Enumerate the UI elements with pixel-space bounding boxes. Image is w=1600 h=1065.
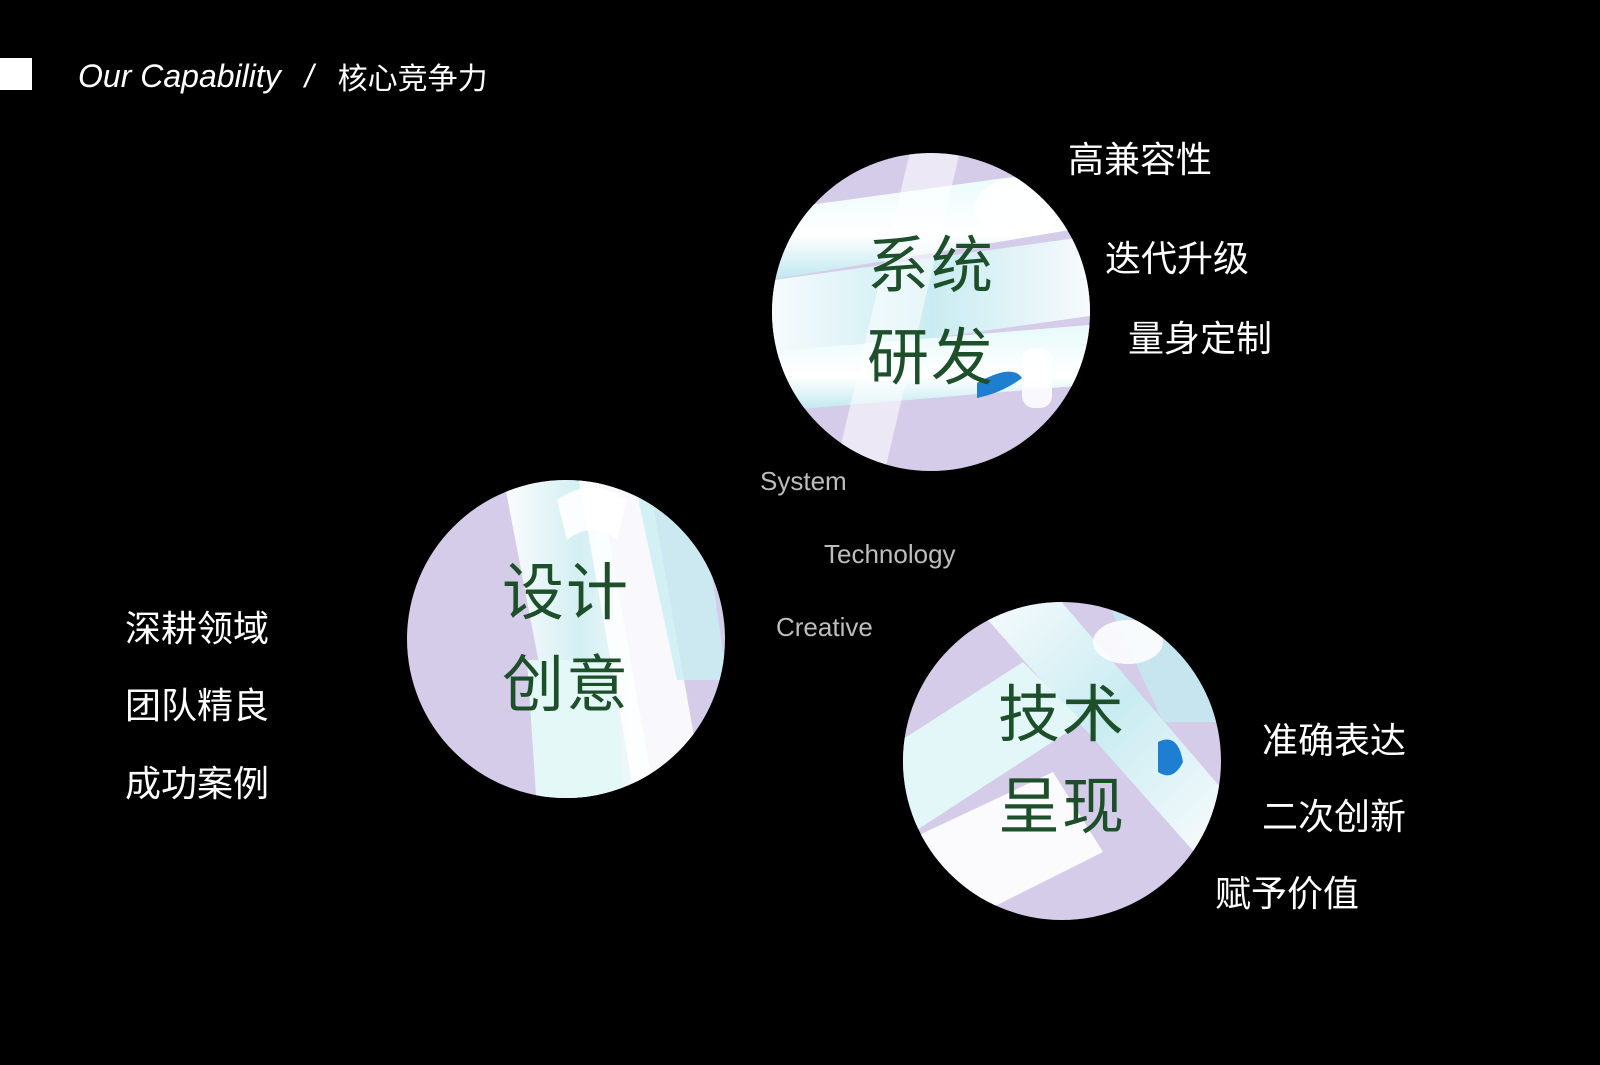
keyword-technology: Technology [824, 539, 956, 569]
creative-feature-item: 成功案例 [125, 764, 270, 805]
tech-presentation-title: 技术 呈现 [903, 602, 1221, 920]
creative-title-line1: 设计 [501, 556, 630, 629]
system-feature-item: 迭代升级 [1105, 239, 1250, 280]
header-separator: / [304, 57, 314, 94]
creative-title-line2: 创意 [501, 648, 630, 721]
tube-texture-image [407, 480, 725, 798]
system-feature-item: 量身定制 [1128, 319, 1273, 360]
header-title-en: Our Capability [78, 57, 281, 94]
system-feature-item: 高兼容性 [1068, 140, 1213, 181]
system-title-line1: 系统 [866, 229, 995, 302]
tech-title-line2: 呈现 [997, 770, 1126, 843]
tech-feature-item: 准确表达 [1262, 721, 1407, 762]
tech-title-line1: 技术 [997, 678, 1126, 751]
tech-feature-item: 赋予价值 [1215, 874, 1360, 915]
system-development-circle: 系统 研发 [772, 153, 1090, 471]
header-title-zh: 核心竞争力 [337, 62, 488, 97]
system-development-title: 系统 研发 [772, 153, 1090, 471]
page-header: Our Capability / 核心竞争力 [78, 52, 488, 100]
design-creative-circle: 设计 创意 [407, 480, 725, 798]
corner-block [0, 58, 32, 90]
design-creative-title: 设计 创意 [407, 480, 725, 798]
tube-texture-image [903, 602, 1221, 920]
creative-feature-item: 深耕领域 [125, 609, 270, 650]
tube-texture-image [772, 153, 1090, 471]
keyword-system: System [760, 466, 847, 496]
keyword-creative: Creative [776, 612, 873, 642]
creative-feature-item: 团队精良 [125, 686, 270, 727]
system-title-line2: 研发 [866, 321, 995, 394]
tech-feature-item: 二次创新 [1262, 797, 1407, 838]
tech-presentation-circle: 技术 呈现 [903, 602, 1221, 920]
